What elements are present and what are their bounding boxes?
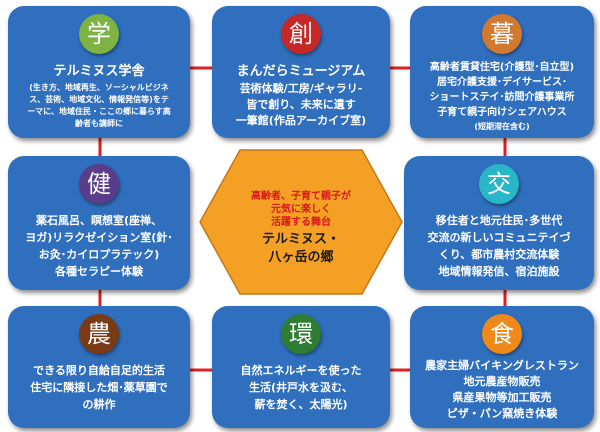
box-line: 住宅に隣接した畑･薬草園で [30, 381, 168, 394]
box-line: 一筆館(作品アーカイブ室) [235, 114, 367, 127]
box-kan: 環 自然エネルギーを使った 生活(井戸水を汲む、 薪を焚く、太陽光) [212, 306, 390, 428]
box-line: 皆で創り、未来に遺す [246, 98, 356, 111]
box-line: 地元農産物販売 [463, 375, 541, 388]
box-kou: 交 移住者と地元住民･多世代 交流の新しいコミュニテイづ くり、都市農村交流体験… [404, 156, 594, 290]
box-ken: 健 薬石風呂、瞑想室(座禅、 ヨガ)リラクゼイション室(針･ お灸･カイロプラテ… [8, 156, 190, 290]
shoku-icon: 食 [482, 314, 522, 354]
box-shoku: 食 農家主婦バイキングレストラン 地元農産物販売 県産果物等加工販売 ピザ・パン… [410, 306, 594, 428]
box-line: ショートステイ･訪問介護事業所 [429, 92, 575, 103]
box-line: くり、都市農村交流体験 [438, 248, 560, 261]
box-line: ピザ・パン窯焼き体験 [446, 407, 558, 420]
box-line: (短期滞在含む) [474, 122, 530, 131]
box-line: 高齢者賃貸住宅(介護型･自立型) [429, 62, 575, 73]
box-line: (生き方、地域再生、ソーシャルビジネ [29, 83, 169, 92]
kurashi-icon: 暮 [482, 14, 522, 54]
box-line: 子育て親子向けシェアハウス [437, 107, 567, 118]
box-line: 地域情報発信、宿泊施設 [438, 265, 560, 278]
box-title: テルミヌス学舎 [53, 64, 145, 79]
tsukuru-icon: 創 [281, 14, 321, 54]
kou-icon: 交 [479, 164, 519, 204]
center-line: 活躍する舞台 [271, 217, 331, 228]
box-line: 薪を焚く、太陽光) [254, 398, 348, 411]
center-line: 元気に楽しく [271, 204, 331, 215]
kan-icon: 環 [281, 314, 321, 354]
box-line: 交流の新しいコミュニテイづ [427, 231, 571, 244]
box-line: お灸･カイロプラテック) [38, 248, 160, 261]
center-hexagon [199, 149, 403, 295]
box-line: ーマに、地域住民・ここの郷に暮らす高 [27, 107, 171, 116]
nou-icon: 農 [79, 314, 119, 354]
box-line: 移住者と地元住民･多世代 [435, 214, 563, 227]
box-kurashi: 暮 高齢者賃貸住宅(介護型･自立型) 居宅介護支援･デイサービス･ ショートステ… [410, 6, 594, 138]
ken-icon: 健 [79, 164, 119, 204]
center-title-line: 八ヶ岳の郷 [268, 250, 334, 265]
box-line: 薬石風呂、瞑想室(座禅、 [35, 214, 163, 227]
box-manabi: 学 テルミヌス学舎 (生き方、地域再生、ソーシャルビジネ ス、芸術、地域文化、情… [8, 6, 190, 138]
box-line: 各種セラピー体験 [55, 265, 143, 278]
box-line: できる限り自給自足的生活 [33, 364, 165, 377]
box-line: 生活(井戸水を汲む、 [248, 381, 354, 394]
manabi-icon: 学 [79, 14, 119, 54]
box-line: ヨガ)リラクゼイション室(針･ [25, 231, 173, 244]
box-line: の耕作 [82, 398, 116, 411]
box-nou: 農 できる限り自給自足的生活 住宅に隣接した畑･薬草園で の耕作 [8, 306, 190, 428]
box-line: 農家主婦バイキングレストラン [425, 359, 579, 372]
center-line: 高齢者、子育て親子が [251, 191, 351, 202]
center-text: 高齢者、子育て親子が 元気に楽しく 活躍する舞台 テルミヌス・ 八ヶ岳の郷 [218, 190, 384, 267]
box-line: 居宅介護支援･デイサービス･ [437, 77, 567, 88]
box-tsukuru: 創 まんだらミュージアム 芸術体験/工房/ギャラリ- 皆で創り、未来に遺す 一筆… [212, 6, 390, 138]
box-line: 県産果物等加工販売 [452, 391, 552, 404]
box-line: 自然エネルギーを使った [240, 364, 362, 377]
box-line: 齢者も講師に [75, 119, 123, 128]
box-line: 芸術体験/工房/ギャラリ- [239, 82, 363, 95]
box-line: ス、芸術、地域文化、情報発信等)をテ [29, 95, 169, 104]
center-title-line: テルミヌス・ [261, 232, 340, 247]
box-title: まんだらミュージアム [236, 64, 366, 79]
